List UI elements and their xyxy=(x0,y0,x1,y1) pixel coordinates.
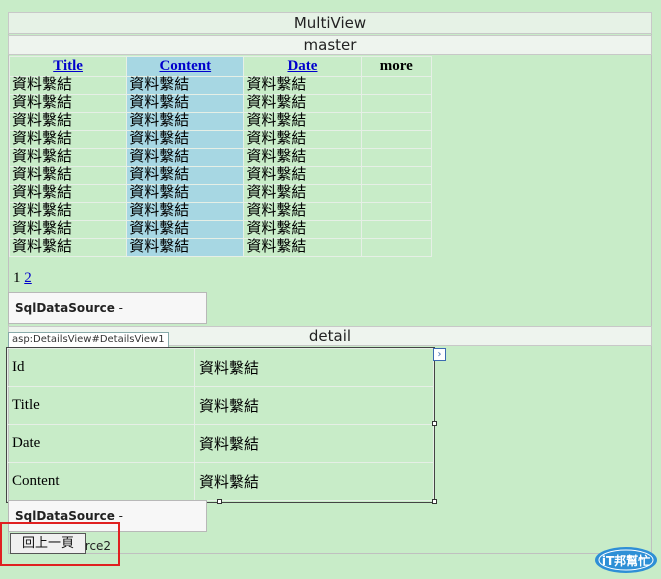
multiview-frame-bottom xyxy=(8,553,652,554)
details-field-value: 資料繫結 xyxy=(194,462,434,501)
sqldatasource1-control[interactable]: SqlDataSource - SqlDataSource1 xyxy=(8,292,207,345)
view-title-master: master xyxy=(8,35,652,55)
table-cell: 資料繫結 xyxy=(243,166,362,185)
table-cell: 資料繫結 xyxy=(126,148,245,167)
details-field-value: 資料繫結 xyxy=(194,386,434,425)
resize-handle-right[interactable] xyxy=(432,421,437,426)
pager-page-1[interactable]: 1 xyxy=(13,270,21,286)
table-cell: 資料繫結 xyxy=(243,130,362,149)
table-cell: 資料繫結 xyxy=(243,238,362,257)
details-field-label: Title xyxy=(7,386,195,425)
table-cell: 資料繫結 xyxy=(126,94,245,113)
table-cell: 資料繫結 xyxy=(8,112,128,131)
table-cell xyxy=(360,184,433,203)
table-cell: 資料繫結 xyxy=(126,76,245,95)
multiview-title: MultiView xyxy=(8,12,652,34)
table-cell xyxy=(360,112,433,131)
table-cell: 資料繫結 xyxy=(8,130,128,149)
highlight-box xyxy=(0,522,120,566)
grid-header-row: Title Content Date more xyxy=(8,56,433,77)
datasource-type: SqlDataSource xyxy=(15,509,115,523)
datasource-type: SqlDataSource xyxy=(15,301,115,315)
grid-header-more: more xyxy=(360,56,433,77)
resize-handle-bottom[interactable] xyxy=(217,499,222,504)
table-cell: 資料繫結 xyxy=(243,76,362,95)
pager-page-2[interactable]: 2 xyxy=(24,270,32,286)
sort-link-content[interactable]: Content xyxy=(159,58,212,74)
details-field-label: Id xyxy=(7,348,195,387)
table-row: 資料繫結資料繫結資料繫結 xyxy=(8,220,433,239)
grid-header-content[interactable]: Content xyxy=(126,56,245,77)
grid-body: 資料繫結資料繫結資料繫結資料繫結資料繫結資料繫結資料繫結資料繫結資料繫結資料繫結… xyxy=(8,76,433,257)
table-cell: 資料繫結 xyxy=(8,238,128,257)
table-cell: 資料繫結 xyxy=(243,112,362,131)
table-cell xyxy=(360,166,433,185)
grid-header-date[interactable]: Date xyxy=(243,56,362,77)
table-cell xyxy=(360,220,433,239)
table-cell: 資料繫結 xyxy=(8,202,128,221)
details-field-label: Content xyxy=(7,462,195,501)
sort-link-date[interactable]: Date xyxy=(287,58,318,74)
table-cell: 資料繫結 xyxy=(8,148,128,167)
grid-header-title[interactable]: Title xyxy=(8,56,128,77)
ithome-logo-icon: iT邦幫忙 xyxy=(595,547,657,573)
table-cell: 資料繫結 xyxy=(8,184,128,203)
table-cell: 資料繫結 xyxy=(243,220,362,239)
table-cell: 資料繫結 xyxy=(243,148,362,167)
multiview-frame-right xyxy=(651,34,652,554)
table-cell xyxy=(360,238,433,257)
table-row: 資料繫結資料繫結資料繫結 xyxy=(8,76,433,95)
resize-handle-corner[interactable] xyxy=(432,499,437,504)
details-field-label: Date xyxy=(7,424,195,463)
table-cell: 資料繫結 xyxy=(8,220,128,239)
sqldatasource2-control[interactable]: SqlDataSource - SqlDataSource2 xyxy=(8,500,207,553)
table-cell: 資料繫結 xyxy=(126,130,245,149)
table-cell xyxy=(360,76,433,95)
logo-text: iT邦幫忙 xyxy=(602,553,650,568)
table-cell: 資料繫結 xyxy=(126,112,245,131)
table-cell xyxy=(360,202,433,221)
table-cell: 資料繫結 xyxy=(126,220,245,239)
table-row: 資料繫結資料繫結資料繫結 xyxy=(8,148,433,167)
table-row: 資料繫結資料繫結資料繫結 xyxy=(8,166,433,185)
table-row: 資料繫結資料繫結資料繫結 xyxy=(8,112,433,131)
table-cell: 資料繫結 xyxy=(8,94,128,113)
table-cell: 資料繫結 xyxy=(126,166,245,185)
datasource-separator: - xyxy=(114,301,123,315)
table-cell xyxy=(360,148,433,167)
table-row: 資料繫結資料繫結資料繫結 xyxy=(8,94,433,113)
table-cell xyxy=(360,94,433,113)
details-field-value: 資料繫結 xyxy=(194,424,434,463)
smart-tag-arrow-icon[interactable]: › xyxy=(433,348,446,361)
table-row: 資料繫結資料繫結資料繫結 xyxy=(8,184,433,203)
table-cell: 資料繫結 xyxy=(243,202,362,221)
table-row: 資料繫結資料繫結資料繫結 xyxy=(8,238,433,257)
table-cell: 資料繫結 xyxy=(126,238,245,257)
table-cell xyxy=(360,130,433,149)
table-cell: 資料繫結 xyxy=(8,76,128,95)
table-cell: 資料繫結 xyxy=(8,166,128,185)
detailsview-tag: asp:DetailsView#DetailsView1 xyxy=(8,332,169,347)
sort-link-title[interactable]: Title xyxy=(53,58,83,74)
back-button[interactable]: 回上一頁 xyxy=(10,533,86,554)
table-cell: 資料繫結 xyxy=(126,184,245,203)
details-field-value: 資料繫結 xyxy=(194,348,434,387)
table-cell: 資料繫結 xyxy=(126,202,245,221)
table-row: 資料繫結資料繫結資料繫結 xyxy=(8,202,433,221)
table-row: 資料繫結資料繫結資料繫結 xyxy=(8,130,433,149)
table-cell: 資料繫結 xyxy=(243,94,362,113)
datasource-separator: - xyxy=(114,509,123,523)
grid-pager: 1 2 xyxy=(13,270,32,287)
table-cell: 資料繫結 xyxy=(243,184,362,203)
